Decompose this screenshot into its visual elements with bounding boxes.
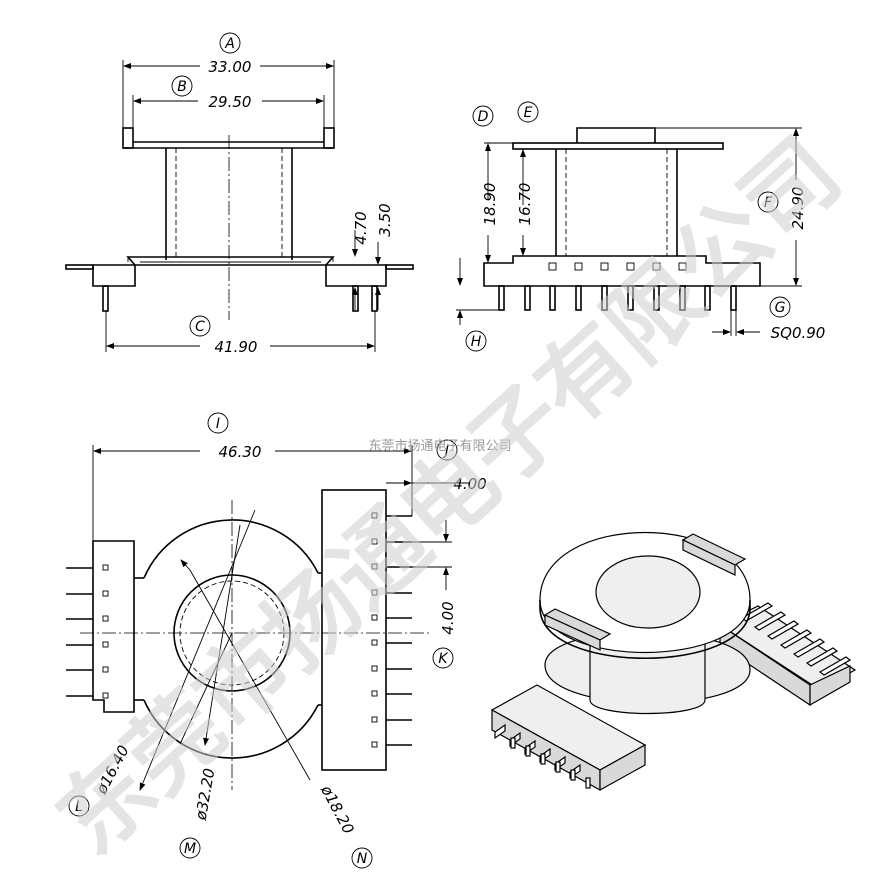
label-h: H (471, 334, 482, 350)
label-m: M (184, 841, 196, 857)
dim-g-value: SQ0.90 (771, 324, 826, 342)
label-n: N (357, 851, 368, 867)
top-left-pins (66, 564, 109, 699)
side-base-slots (548, 262, 687, 271)
label-k: K (438, 651, 449, 667)
dim-a-value: 33.00 (209, 58, 252, 76)
front-flange-left-lip (122, 127, 134, 149)
dim-350-value: 3.50 (376, 203, 394, 236)
front-flange-right-lip (323, 127, 335, 149)
dim-c-value: 41.90 (215, 338, 258, 356)
label-j: J (442, 443, 449, 459)
dim-k-value: 4.00 (439, 601, 457, 634)
front-base (92, 256, 387, 287)
top-right-pins (371, 512, 412, 748)
front-view: 33.00 A 29.50 B 41.90 C 4.70 3.50 (65, 32, 414, 356)
top-left-rail (92, 540, 135, 713)
label-e: E (524, 105, 533, 121)
watermark-large: 东莞市扬通电子有限公司 (37, 118, 861, 875)
dim-b-value: 29.50 (209, 93, 252, 111)
side-pins (498, 285, 737, 311)
dim-i-value: 46.30 (219, 443, 262, 461)
label-d: D (478, 109, 489, 125)
iso-right-pins (740, 602, 852, 676)
label-b: B (177, 79, 187, 95)
watermark-small: 东莞市扬通电子有限公司 (368, 438, 511, 454)
top-right-rail (321, 489, 387, 771)
top-view: 46.30 I 4.00 J 4.00 K ø16.40 L ø32.20 M … (66, 412, 487, 869)
iso-front-pins (494, 723, 591, 789)
dim-n-value: ø18.20 (317, 782, 358, 837)
label-c: C (195, 319, 205, 335)
dim-j-value: 4.00 (453, 475, 486, 493)
dim-f-value: 24.90 (789, 187, 807, 230)
label-a: A (224, 36, 235, 52)
side-view: 18.90 16.70 D E 24.90 F SQ0.90 G H (456, 101, 826, 352)
label-g: G (775, 300, 786, 316)
dim-470-value: 4.70 (352, 211, 370, 244)
iso-top-opening (595, 555, 701, 629)
label-l: L (75, 799, 83, 815)
label-i: I (216, 416, 220, 432)
dim-d-value: 18.90 (481, 183, 499, 226)
isometric-view (490, 531, 857, 792)
label-f: F (764, 195, 773, 211)
dim-e-value: 16.70 (516, 183, 534, 226)
